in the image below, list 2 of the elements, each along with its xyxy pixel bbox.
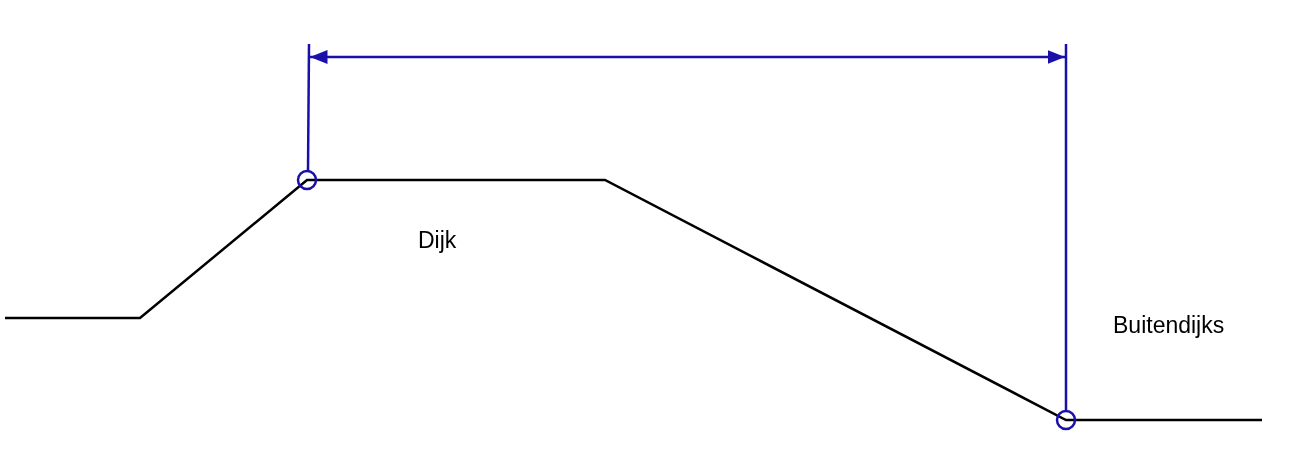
region-label: Buitendijks — [1113, 314, 1225, 337]
region-label: Dijk — [418, 229, 457, 252]
